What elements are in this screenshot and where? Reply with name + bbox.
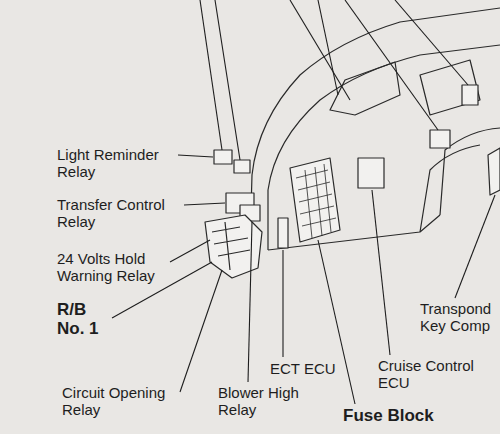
leader-line xyxy=(170,240,210,262)
leader-line xyxy=(215,0,240,160)
part-label: R/B No. 1 xyxy=(57,300,109,338)
part-label: Blower High Relay xyxy=(218,384,328,418)
ecu-box xyxy=(430,130,450,148)
relay-block xyxy=(205,215,262,278)
leader-line xyxy=(290,0,350,100)
cruise-control-ecu xyxy=(358,158,384,188)
part-label: Transfer Control Relay xyxy=(57,196,182,230)
dashboard-outline xyxy=(268,215,440,250)
leader-line xyxy=(180,270,222,392)
relay-box xyxy=(234,160,250,173)
part-label: Circuit Opening Relay xyxy=(62,384,182,418)
leader-line xyxy=(372,190,390,355)
steering-column xyxy=(420,145,480,232)
leader-line xyxy=(395,0,468,85)
relay-box xyxy=(278,218,288,248)
transponder-key-computer xyxy=(488,148,500,195)
part-label: ECT ECU xyxy=(270,360,350,377)
leader-line xyxy=(248,222,252,382)
dashboard-outline xyxy=(268,45,500,250)
ecu-box xyxy=(462,85,478,105)
part-label: 24 Volts Hold Warning Relay xyxy=(57,250,177,284)
dashboard-outline xyxy=(250,8,500,245)
dashboard-outline xyxy=(420,60,480,115)
leader-line xyxy=(178,155,213,157)
leader-line xyxy=(282,250,283,357)
leader-line xyxy=(318,0,338,95)
leader-line xyxy=(345,0,438,130)
dashboard-outline xyxy=(330,62,400,115)
part-label: Fuse Block xyxy=(343,406,453,425)
part-label: Light Reminder Relay xyxy=(57,146,182,180)
part-label: Cruise Control ECU xyxy=(378,357,488,391)
leader-line xyxy=(455,195,495,298)
relay-block-detail xyxy=(212,222,250,270)
fuse-cells xyxy=(296,164,336,238)
leader-line xyxy=(184,203,225,205)
part-label: Transpond Key Comp xyxy=(420,300,496,334)
fuse-block xyxy=(290,158,340,242)
leader-line xyxy=(318,240,355,404)
light-reminder-relay xyxy=(214,150,232,164)
